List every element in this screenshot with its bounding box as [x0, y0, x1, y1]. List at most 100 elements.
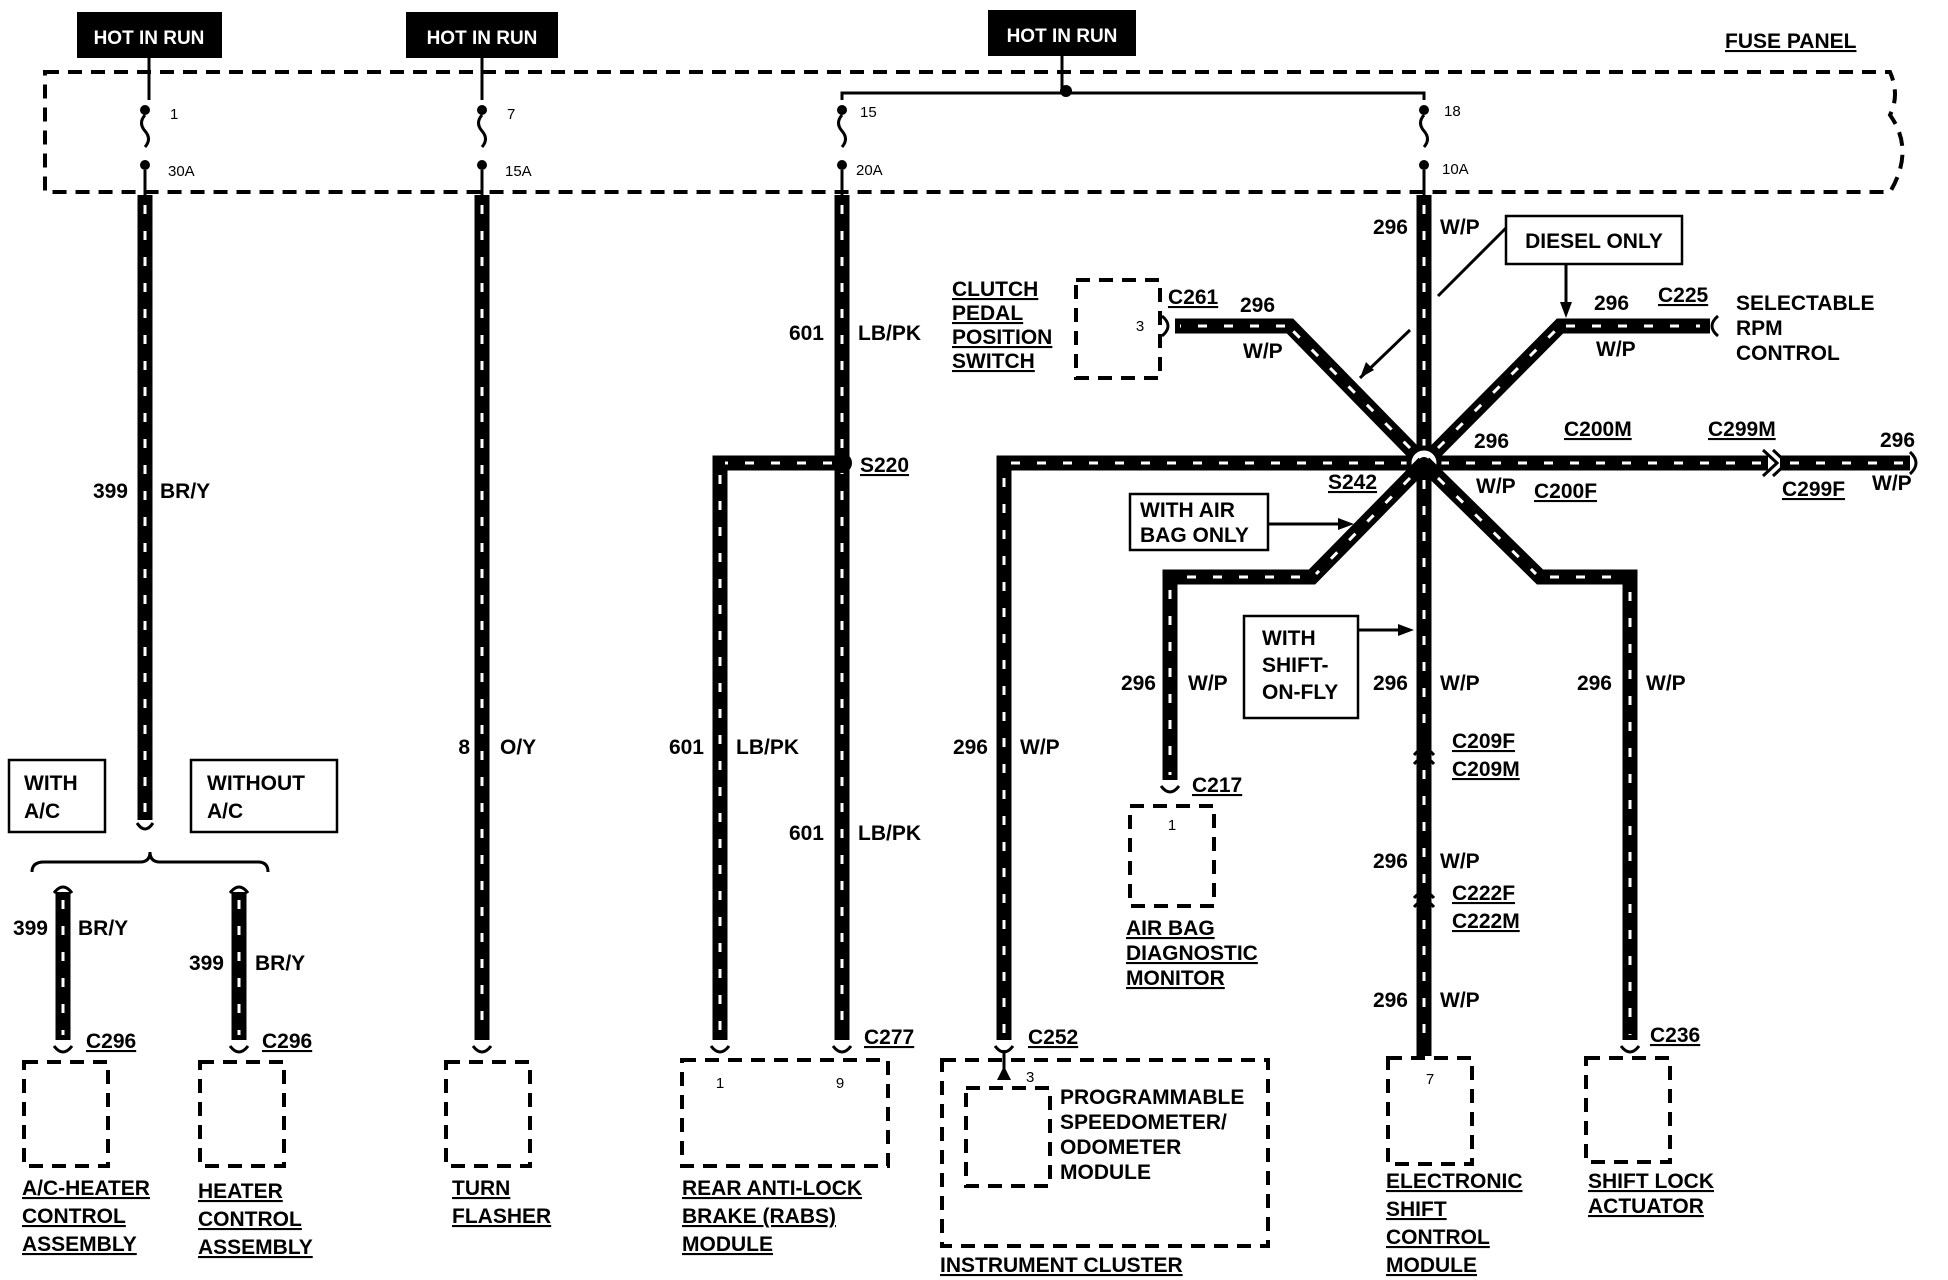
connector-c252: C252: [1028, 1026, 1078, 1049]
wire-296-color-eshift-2: W/P: [1440, 850, 1480, 873]
wire-601-color-lower: LB/PK: [858, 822, 921, 845]
svg-text:SHIFT LOCK: SHIFT LOCK: [1588, 1170, 1714, 1193]
air-bag-note: WITH AIR BAG ONLY: [1128, 492, 1354, 552]
bus-junction-dot: [1060, 85, 1072, 97]
svg-text:1: 1: [170, 106, 178, 123]
connector-c296-ac: C296: [86, 1030, 136, 1053]
wire-296-number-airbag: 296: [1121, 672, 1156, 695]
wire-399-number: 399: [93, 480, 128, 503]
svg-text:HOT IN RUN: HOT IN RUN: [94, 28, 205, 49]
wire-296-airbag: [1159, 457, 1430, 794]
wire-8: [471, 195, 493, 1054]
svg-text:7: 7: [507, 106, 515, 123]
svg-text:HOT IN RUN: HOT IN RUN: [427, 28, 538, 49]
wire-601-number-lower: 601: [789, 822, 824, 845]
svg-text:WITH: WITH: [1262, 627, 1316, 650]
svg-text:SELECTABLE: SELECTABLE: [1736, 292, 1874, 315]
rpm-control-label: SELECTABLE RPM CONTROL: [1736, 292, 1874, 365]
connector-c209m: C209M: [1452, 758, 1520, 781]
svg-text:HEATER: HEATER: [198, 1180, 283, 1203]
connector-c200f: C200F: [1534, 480, 1597, 503]
wire-296-color-far: W/P: [1872, 472, 1912, 495]
wire-399-heater-color: BR/Y: [255, 952, 305, 975]
wire-296-color-trunk: W/P: [1440, 216, 1480, 239]
wire-296-number-clutch: 296: [1240, 294, 1275, 317]
heater-control-label: HEATER CONTROL ASSEMBLY: [198, 1180, 313, 1259]
svg-text:WITH AIR: WITH AIR: [1140, 499, 1235, 522]
svg-text:MONITOR: MONITOR: [1126, 967, 1225, 990]
svg-text:30A: 30A: [168, 163, 195, 180]
fuse-panel-title: FUSE PANEL: [1725, 30, 1857, 53]
wire-296-clutch: [1160, 314, 1430, 469]
speedo-module-box: [964, 1086, 1052, 1188]
wire-296-color-clutch: W/P: [1243, 340, 1283, 363]
instrument-cluster-box: [940, 1058, 1270, 1248]
wire-296-number-far: 296: [1880, 429, 1915, 452]
svg-text:CONTROL: CONTROL: [1386, 1226, 1490, 1249]
airbag-pin-1: 1: [1168, 817, 1176, 834]
svg-text:CONTROL: CONTROL: [1736, 342, 1840, 365]
wire-399-color: BR/Y: [160, 480, 210, 503]
svg-text:DIAGNOSTIC: DIAGNOSTIC: [1126, 942, 1258, 965]
wire-399-ac-number: 399: [13, 917, 48, 940]
svg-text:SWITCH: SWITCH: [952, 350, 1035, 373]
shift-lock-label: SHIFT LOCK ACTUATOR: [1588, 1170, 1714, 1218]
rabs-pin-9: 9: [836, 1075, 844, 1092]
wire-601-number-top: 601: [789, 322, 824, 345]
svg-text:MODULE: MODULE: [682, 1233, 773, 1256]
connector-c299f: C299F: [1782, 478, 1845, 501]
without-ac-note: WITHOUT A/C: [189, 758, 339, 834]
wire-601-main: [831, 195, 853, 1054]
airbag-monitor-label: AIR BAG DIAGNOSTIC MONITOR: [1126, 917, 1258, 990]
rabs-pin-1: 1: [716, 1075, 724, 1092]
svg-text:FLASHER: FLASHER: [452, 1205, 551, 1228]
connector-c296-heater: C296: [262, 1030, 312, 1053]
fuse-18: 18 10A: [1419, 103, 1469, 195]
connector-c222m: C222M: [1452, 910, 1520, 933]
wire-296-shiftlock: [1418, 457, 1641, 1054]
wire-296-color-shiftlock: W/P: [1646, 672, 1686, 695]
eshift-module-label: ELECTRONIC SHIFT CONTROL MODULE: [1386, 1170, 1523, 1277]
wire-296-color-cluster: W/P: [1020, 736, 1060, 759]
wire-296-color-eshift-3: W/P: [1440, 989, 1480, 1012]
wire-296-color-airbag: W/P: [1188, 672, 1228, 695]
eshift-pin-7: 7: [1426, 1071, 1434, 1088]
svg-text:ON-FLY: ON-FLY: [1262, 681, 1338, 704]
connector-c209f: C209F: [1452, 730, 1515, 753]
svg-text:SHIFT-: SHIFT-: [1262, 654, 1329, 677]
svg-text:ODOMETER: ODOMETER: [1060, 1136, 1181, 1159]
ac-heater-control-label: A/C-HEATER CONTROL ASSEMBLY: [22, 1177, 150, 1256]
wire-601-color-top: LB/PK: [858, 322, 921, 345]
clutch-pin-3: 3: [1136, 318, 1144, 335]
svg-text:BAG ONLY: BAG ONLY: [1140, 524, 1249, 547]
speedo-pin-arrow: [997, 1066, 1011, 1080]
connector-c200m: C200M: [1564, 418, 1632, 441]
connector-c277: C277: [864, 1026, 914, 1049]
wire-399-heater-number: 399: [189, 952, 224, 975]
wire-296-number-rpm: 296: [1594, 292, 1629, 315]
svg-text:CONTROL: CONTROL: [22, 1205, 126, 1228]
svg-text:15: 15: [860, 104, 877, 121]
clutch-switch-box: [1074, 278, 1162, 380]
connector-c236: C236: [1650, 1024, 1700, 1047]
with-ac-note: WITH A/C: [7, 758, 107, 834]
wire-296-eshift: [1412, 463, 1436, 1056]
svg-text:SHIFT: SHIFT: [1386, 1198, 1447, 1221]
svg-text:A/C-HEATER: A/C-HEATER: [22, 1177, 150, 1200]
svg-text:SPEEDOMETER/: SPEEDOMETER/: [1060, 1111, 1227, 1134]
hot-in-run-label-3: HOT IN RUN: [988, 10, 1136, 56]
svg-text:ACTUATOR: ACTUATOR: [1588, 1195, 1704, 1218]
svg-text:RPM: RPM: [1736, 317, 1783, 340]
svg-text:REAR ANTI-LOCK: REAR ANTI-LOCK: [682, 1177, 862, 1200]
wire-601-color-branch: LB/PK: [736, 736, 799, 759]
fuse-15: 15 20A: [837, 104, 883, 195]
svg-text:PROGRAMMABLE: PROGRAMMABLE: [1060, 1086, 1244, 1109]
svg-text:PEDAL: PEDAL: [952, 302, 1023, 325]
connector-c217: C217: [1192, 774, 1242, 797]
svg-text:WITHOUT: WITHOUT: [207, 772, 305, 795]
fuse-7: 7 15A: [477, 105, 532, 195]
rabs-module-label: REAR ANTI-LOCK BRAKE (RABS) MODULE: [682, 1177, 862, 1256]
svg-text:A/C: A/C: [24, 800, 60, 823]
turn-flasher-box: [444, 1060, 532, 1168]
